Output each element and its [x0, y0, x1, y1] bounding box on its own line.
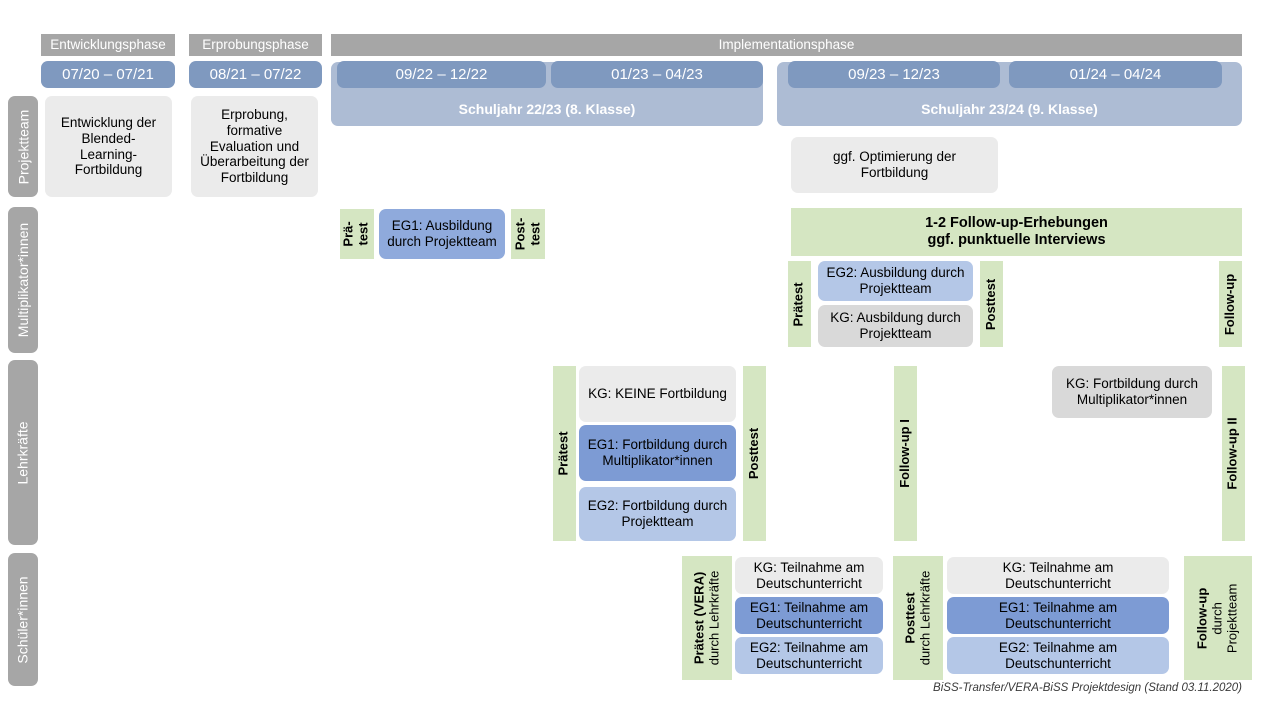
- schueler-posttest-label: Posttest durch Lehrkräfte: [902, 570, 933, 666]
- projektteam-erprobung-label: Erprobung, formative Evaluation und Über…: [200, 106, 309, 186]
- schoolyear-label: Schuljahr 22/23 (8. Klasse): [458, 101, 636, 118]
- period-0922-1222: 09/22 – 12/22: [337, 61, 546, 88]
- rail-label: Lehrkräfte: [15, 420, 32, 485]
- rail-schuelerinnen: Schüler*innen: [8, 553, 38, 686]
- followup-band-line2: ggf. punktuelle Interviews: [927, 232, 1106, 248]
- multiplikatoren-praetest2-strip: Prätest: [788, 261, 811, 347]
- schueler-kg2-box: KG: Teilnahme am Deutschunterricht: [947, 557, 1169, 594]
- rail-label: Schüler*innen: [15, 575, 32, 664]
- footer-credit: BiSS-Transfer/VERA-BiSS Projektdesign (S…: [933, 682, 1242, 694]
- multiplikatoren-praetest-label: Prä- test: [341, 221, 371, 247]
- multiplikatoren-kg-label: KG: Ausbildung durch Projektteam: [830, 310, 961, 341]
- schueler-eg1-1-box: EG1: Teilnahme am Deutschunterricht: [735, 597, 883, 634]
- lehrkraefte-followup1-strip: Follow-up I: [894, 366, 917, 541]
- schueler-eg1-1-label: EG1: Teilnahme am Deutschunterricht: [749, 599, 869, 631]
- period-0821-0722: 08/21 – 07/22: [189, 61, 322, 88]
- lehrkraefte-kg-label: KG: KEINE Fortbildung: [588, 386, 727, 402]
- followup-band-line1: 1-2 Follow-up-Erhebungen: [925, 214, 1108, 231]
- period-label: 08/21 – 07/22: [209, 65, 302, 83]
- schueler-kg1-box: KG: Teilnahme am Deutschunterricht: [735, 557, 883, 594]
- schueler-eg2-1-box: EG2: Teilnahme am Deutschunterricht: [735, 637, 883, 674]
- period-0923-1223: 09/23 – 12/23: [788, 61, 1000, 88]
- multiplikatoren-followup-strip: Follow-up: [1219, 261, 1242, 347]
- schueler-praetest-label: Prätest (VERA) durch Lehrkräfte: [691, 570, 722, 666]
- projektteam-optimierung-box: ggf. Optimierung der Fortbildung: [791, 137, 998, 193]
- phase-header-label: Entwicklungsphase: [50, 37, 166, 53]
- lehrkraefte-praetest-label: Prätest: [556, 431, 572, 476]
- schueler-kg2-label: KG: Teilnahme am Deutschunterricht: [1002, 559, 1114, 591]
- period-label: 09/23 – 12/23: [848, 65, 940, 83]
- schoolyear-label: Schuljahr 23/24 (9. Klasse): [921, 101, 1098, 118]
- phase-header-implementationsphase: Implementationsphase: [331, 34, 1242, 56]
- lehrkraefte-followup1-label: Follow-up I: [897, 419, 913, 488]
- lehrkraefte-kg2-box: KG: Fortbildung durch Multiplikator*inne…: [1052, 366, 1212, 418]
- multiplikatoren-posttest2-label: Posttest: [983, 278, 999, 330]
- multiplikatoren-eg1-box: EG1: Ausbildung durch Projektteam: [379, 209, 505, 259]
- multiplikatoren-posttest-label: Post- test: [512, 217, 542, 251]
- phase-header-label: Erprobungsphase: [202, 37, 309, 53]
- multiplikatoren-praetest-strip: Prä- test: [340, 209, 374, 259]
- lehrkraefte-kg-box: KG: KEINE Fortbildung: [579, 366, 736, 422]
- schueler-eg1-2-box: EG1: Teilnahme am Deutschunterricht: [947, 597, 1169, 634]
- schueler-followup-strip: Follow-up durch Projektteam: [1184, 556, 1252, 680]
- phase-header-label: Implementationsphase: [718, 37, 855, 53]
- schueler-followup-label: Follow-up durch Projektteam: [1194, 583, 1240, 653]
- schueler-eg2-2-label: EG2: Teilnahme am Deutschunterricht: [998, 639, 1118, 671]
- projektteam-erprobung-box: Erprobung, formative Evaluation und Über…: [191, 96, 318, 197]
- projektteam-entwicklung-label: Entwicklung der Blended-Learning-Fortbil…: [60, 114, 157, 178]
- rail-label: Projektteam: [15, 109, 32, 184]
- lehrkraefte-followup2-strip: Follow-up II: [1222, 366, 1245, 541]
- multiplikatoren-posttest-strip: Post- test: [511, 209, 545, 259]
- lehrkraefte-eg1-label: EG1: Fortbildung durch Multiplikator*inn…: [587, 437, 728, 468]
- lehrkraefte-eg2-label: EG2: Fortbildung durch Projektteam: [587, 498, 728, 529]
- rail-label: Multiplikator*innen: [15, 222, 31, 338]
- multiplikatoren-followup-label: Follow-up: [1222, 273, 1238, 335]
- multiplikatoren-eg2-label: EG2: Ausbildung durch Projektteam: [826, 265, 965, 296]
- lehrkraefte-kg2-label: KG: Fortbildung durch Multiplikator*inne…: [1065, 376, 1199, 407]
- period-label: 01/23 – 04/23: [611, 65, 703, 83]
- period-label: 09/22 – 12/22: [395, 65, 488, 83]
- multiplikatoren-eg2-box: EG2: Ausbildung durch Projektteam: [818, 261, 973, 301]
- multiplikatoren-praetest2-label: Prätest: [791, 281, 807, 327]
- lehrkraefte-eg2-box: EG2: Fortbildung durch Projektteam: [579, 487, 736, 541]
- schueler-kg1-label: KG: Teilnahme am Deutschunterricht: [753, 559, 865, 591]
- lehrkraefte-posttest-label: Posttest: [746, 427, 762, 480]
- schueler-eg1-2-label: EG1: Teilnahme am Deutschunterricht: [998, 599, 1118, 631]
- rail-multiplikatorinnen: Multiplikator*innen: [8, 207, 38, 353]
- period-label: 07/20 – 07/21: [62, 65, 154, 83]
- multiplikatoren-followup-band: 1-2 Follow-up-Erhebungen ggf. punktuelle…: [791, 208, 1242, 256]
- multiplikatoren-eg1-label: EG1: Ausbildung durch Projektteam: [387, 218, 497, 249]
- multiplikatoren-posttest2-strip: Posttest: [980, 261, 1003, 347]
- projektteam-entwicklung-box: Entwicklung der Blended-Learning-Fortbil…: [45, 96, 172, 197]
- lehrkraefte-eg1-box: EG1: Fortbildung durch Multiplikator*inn…: [579, 425, 736, 481]
- projektteam-optimierung-label: ggf. Optimierung der Fortbildung: [832, 149, 957, 180]
- period-label: 01/24 – 04/24: [1069, 65, 1162, 83]
- lehrkraefte-praetest-strip: Prätest: [553, 366, 576, 541]
- schueler-eg2-2-box: EG2: Teilnahme am Deutschunterricht: [947, 637, 1169, 674]
- schueler-posttest-strip: Posttest durch Lehrkräfte: [893, 556, 943, 680]
- lehrkraefte-posttest-strip: Posttest: [743, 366, 766, 541]
- schueler-eg2-1-label: EG2: Teilnahme am Deutschunterricht: [749, 639, 869, 671]
- schueler-praetest-strip: Prätest (VERA) durch Lehrkräfte: [682, 556, 732, 680]
- period-0720-0721: 07/20 – 07/21: [41, 61, 175, 88]
- period-0123-0423: 01/23 – 04/23: [551, 61, 763, 88]
- rail-projektteam: Projektteam: [8, 96, 38, 197]
- phase-header-erprobungsphase: Erprobungsphase: [189, 34, 322, 56]
- rail-lehrkraefte: Lehrkräfte: [8, 360, 38, 545]
- period-0124-0424: 01/24 – 04/24: [1009, 61, 1222, 88]
- lehrkraefte-followup2-label: Follow-up II: [1225, 417, 1241, 490]
- multiplikatoren-kg-box: KG: Ausbildung durch Projektteam: [818, 305, 973, 347]
- phase-header-entwicklungsphase: Entwicklungsphase: [41, 34, 175, 56]
